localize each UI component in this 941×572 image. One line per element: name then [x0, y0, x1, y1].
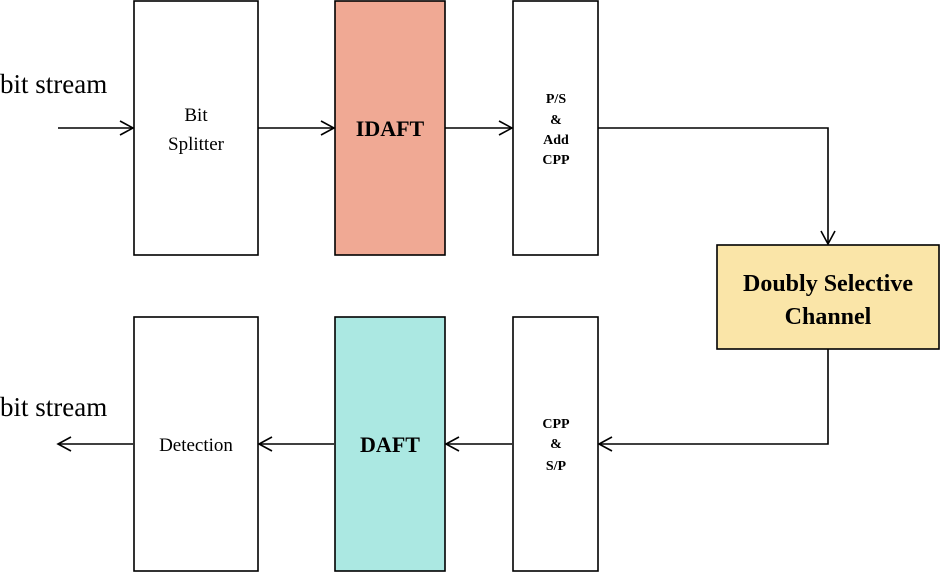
arrow-daft-to-detection — [257, 436, 334, 452]
cpp-sp-block: CPP & S/P — [512, 316, 599, 572]
ps-add-cpp-line2: & — [550, 113, 562, 128]
ps-add-cpp-line4: CPP — [542, 153, 570, 168]
arrow-channel-to-cpp-sp — [597, 349, 829, 452]
bit-splitter-label-line2: Splitter — [168, 134, 225, 155]
output-bit-stream-label: bit stream — [0, 392, 107, 422]
cpp-sp-line2: & — [550, 437, 562, 452]
daft-box — [334, 316, 446, 572]
ps-add-cpp-line3: Add — [543, 133, 569, 148]
daft-block: DAFT — [334, 316, 446, 572]
channel-block: Doubly Selective Channel — [716, 244, 940, 350]
idaft-label: IDAFT — [356, 116, 425, 141]
cpp-sp-box — [512, 316, 599, 572]
channel-box — [716, 244, 940, 350]
idaft-block: IDAFT — [334, 0, 446, 256]
daft-label: DAFT — [360, 432, 420, 457]
bit-splitter-box — [133, 0, 259, 256]
bit-splitter-label-line1: Bit — [184, 105, 208, 126]
input-bit-stream-label: bit stream — [0, 69, 107, 99]
input-arrow — [58, 120, 135, 136]
arrow-idaft-to-ps — [445, 120, 514, 136]
arrow-cpp-sp-to-daft — [444, 436, 512, 452]
ps-add-cpp-block: P/S & Add CPP — [512, 0, 599, 256]
ps-add-cpp-line1: P/S — [546, 92, 566, 107]
output-arrow — [56, 436, 133, 452]
arrow-ps-to-channel — [598, 127, 836, 246]
arrow-splitter-to-idaft — [258, 120, 336, 136]
cpp-sp-line1: CPP — [542, 417, 570, 432]
detection-label: Detection — [159, 435, 233, 456]
ps-add-cpp-box — [512, 0, 599, 256]
channel-label-line2: Channel — [785, 304, 872, 330]
detection-block: Detection — [133, 316, 259, 572]
detection-box — [133, 316, 259, 572]
cpp-sp-line3: S/P — [546, 459, 567, 474]
channel-label-line1: Doubly Selective — [743, 271, 913, 297]
idaft-box — [334, 0, 446, 256]
bit-splitter-block: Bit Splitter — [133, 0, 259, 256]
